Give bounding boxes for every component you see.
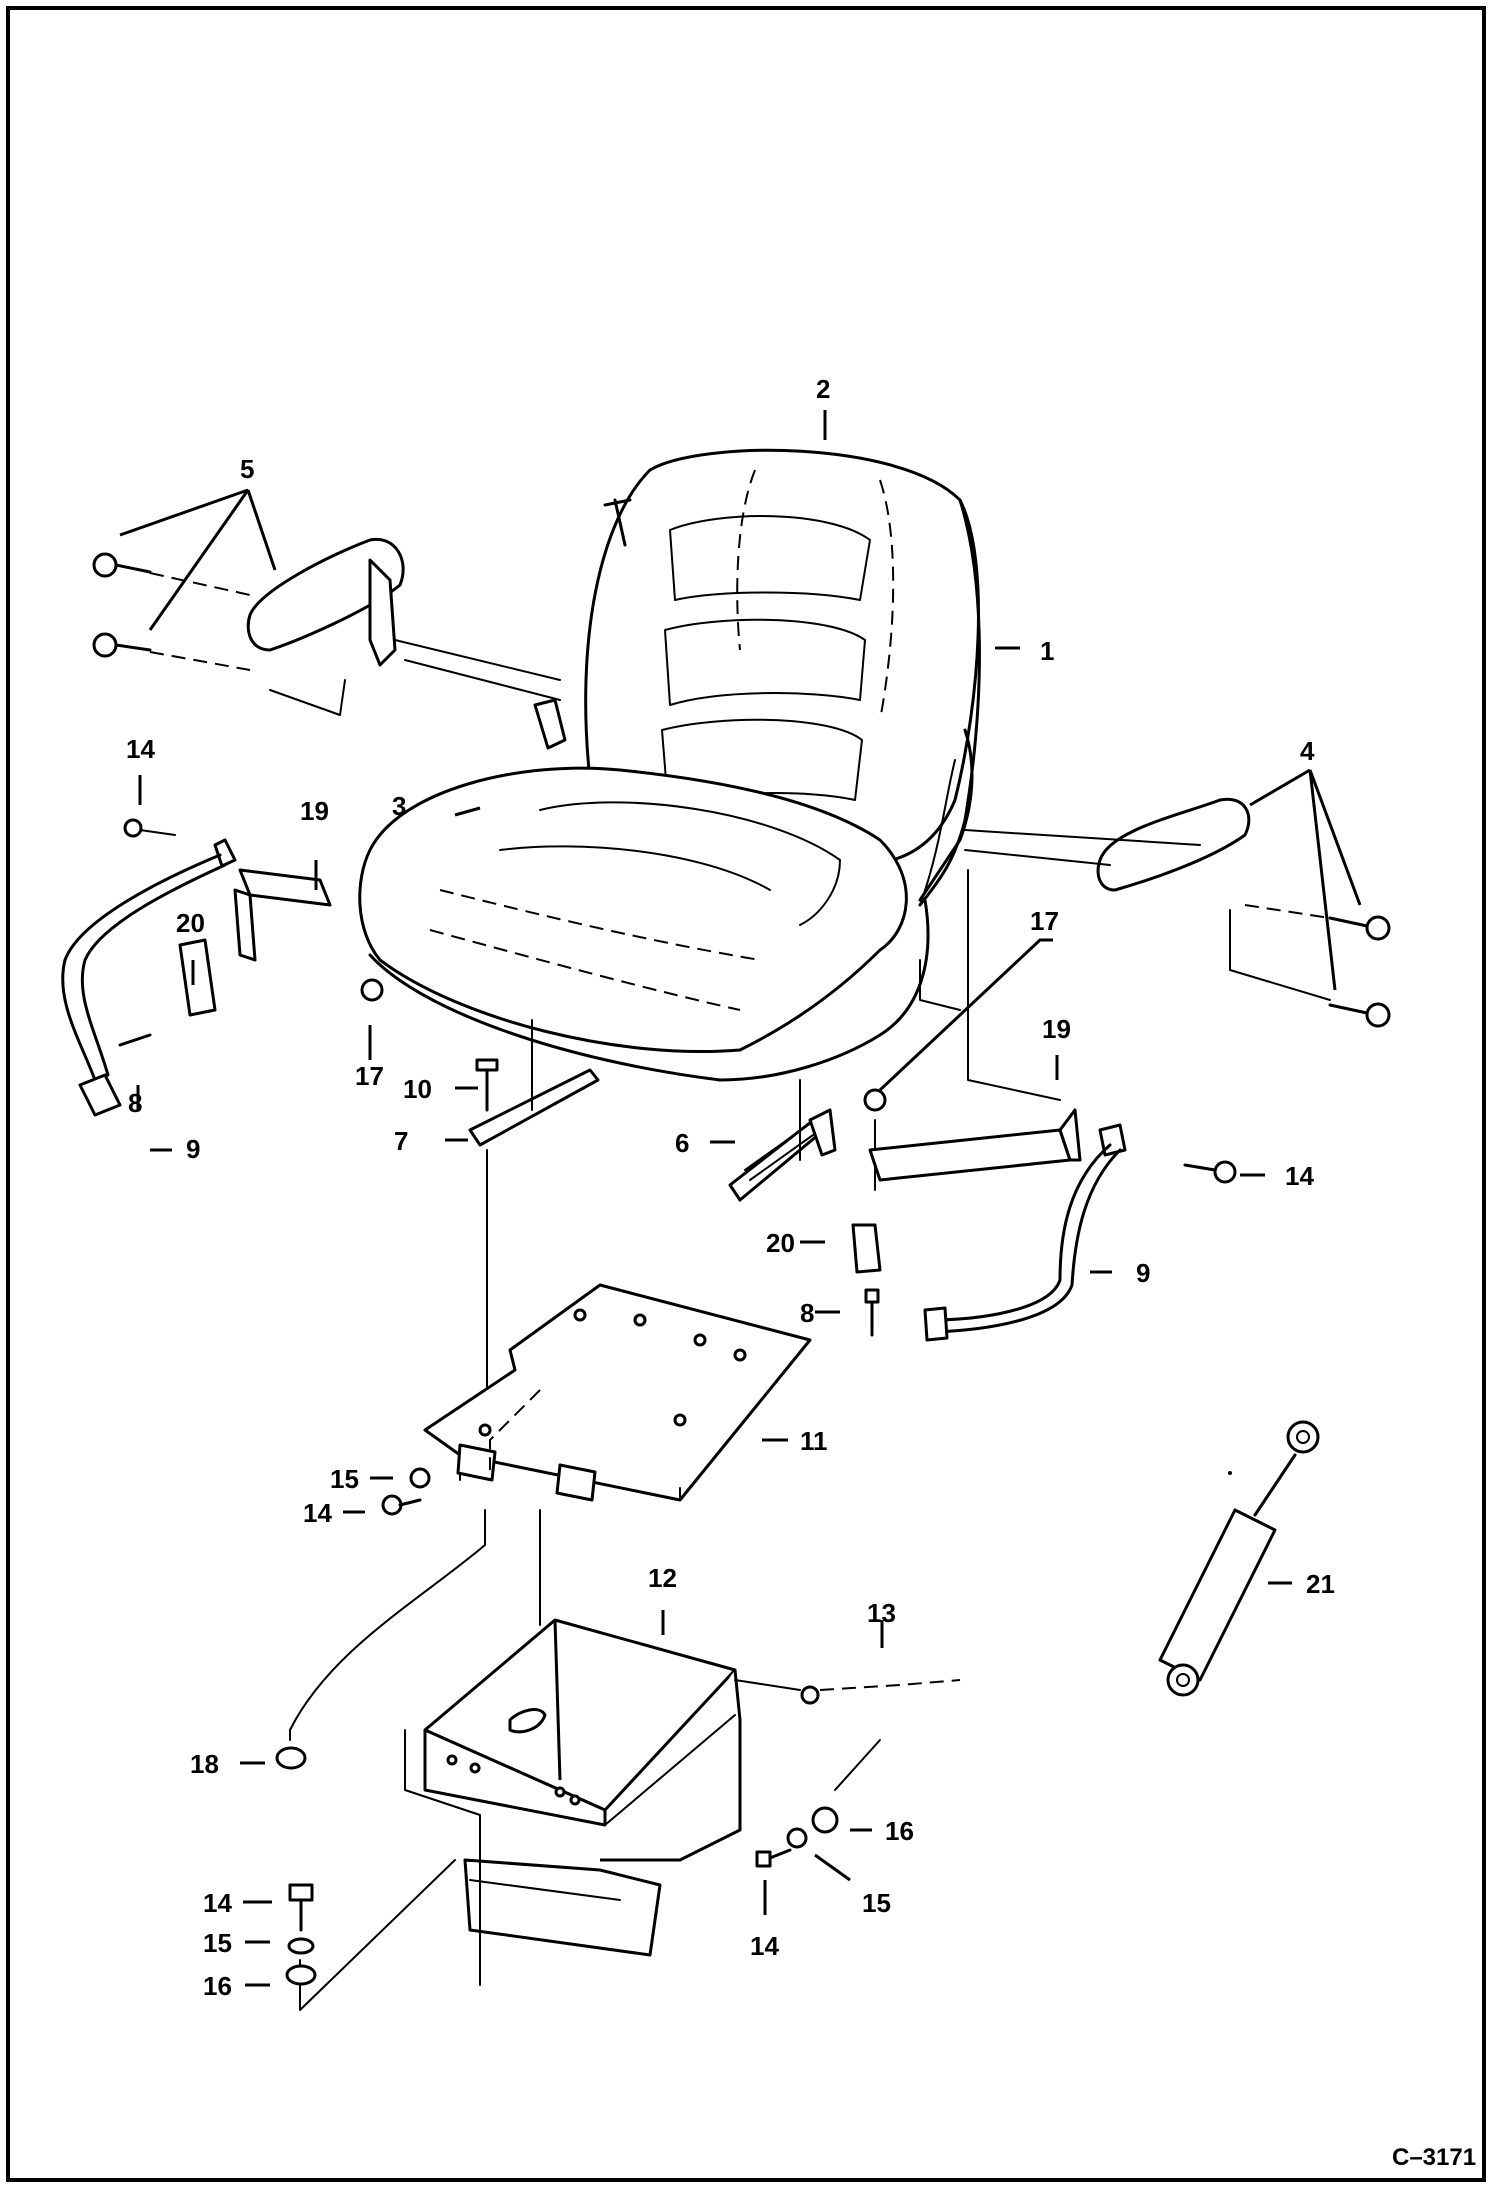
- callout-6: 6: [675, 1128, 689, 1158]
- callout-4: 4: [1300, 736, 1315, 766]
- callout-8-left: 8: [128, 1088, 142, 1118]
- seat-assembly-icon: [358, 448, 981, 1082]
- callout-14-bottom: 14: [750, 1931, 779, 1961]
- callout-14-plate: 14: [303, 1498, 332, 1528]
- callout-11: 11: [800, 1426, 828, 1456]
- callout-15-plate: 15: [330, 1464, 359, 1494]
- callout-20-right: 20: [766, 1228, 795, 1258]
- callout-5: 5: [240, 454, 254, 484]
- callout-14-bottom-left: 14: [203, 1888, 232, 1918]
- callout-17-right: 17: [1030, 906, 1059, 936]
- callout-20-left: 20: [176, 908, 205, 938]
- seat-belt-icon: [851, 869, 1237, 1342]
- callout-16-right: 16: [885, 1816, 914, 1846]
- callout-labels: 1 2 3 4 5 6 7 8 8 9 9 10 11 12 13 14 14 …: [126, 374, 1335, 2001]
- seat-belt-icon: [61, 818, 332, 1117]
- callout-12: 12: [648, 1563, 677, 1593]
- armrest-icon: [92, 537, 561, 716]
- callout-21: 21: [1306, 1569, 1335, 1599]
- callout-leaders: [119, 410, 1362, 1987]
- callout-9-right: 9: [1136, 1258, 1150, 1288]
- callout-3: 3: [392, 791, 406, 821]
- callout-15-bottom-right: 15: [862, 1888, 891, 1918]
- callout-16-bottom-left: 16: [203, 1971, 232, 2001]
- callout-14-right: 14: [1285, 1161, 1314, 1191]
- callout-8-right: 8: [800, 1298, 814, 1328]
- callout-1: 1: [1040, 636, 1054, 666]
- armrest-icon: [964, 797, 1391, 1028]
- callout-15-bottom-left: 15: [203, 1928, 232, 1958]
- seat-box-icon: [275, 1509, 961, 2011]
- callout-7: 7: [394, 1126, 408, 1156]
- callout-19-right: 19: [1042, 1014, 1071, 1044]
- callout-17-left: 17: [355, 1061, 384, 1091]
- seat-rail-icon: [360, 978, 887, 1441]
- callout-19-left: 19: [300, 796, 329, 826]
- callout-18: 18: [190, 1749, 219, 1779]
- callout-10: 10: [403, 1074, 432, 1104]
- callout-13: 13: [867, 1598, 896, 1628]
- mounting-plate-icon: [381, 1283, 812, 1516]
- callout-14-top-left: 14: [126, 734, 155, 764]
- drawing-frame: [6, 6, 1486, 2182]
- gas-spring-icon: [1158, 1420, 1320, 1697]
- callout-9-left: 9: [186, 1134, 200, 1164]
- drawing-code: C–3171: [1392, 2144, 1476, 2171]
- callout-2: 2: [816, 374, 830, 404]
